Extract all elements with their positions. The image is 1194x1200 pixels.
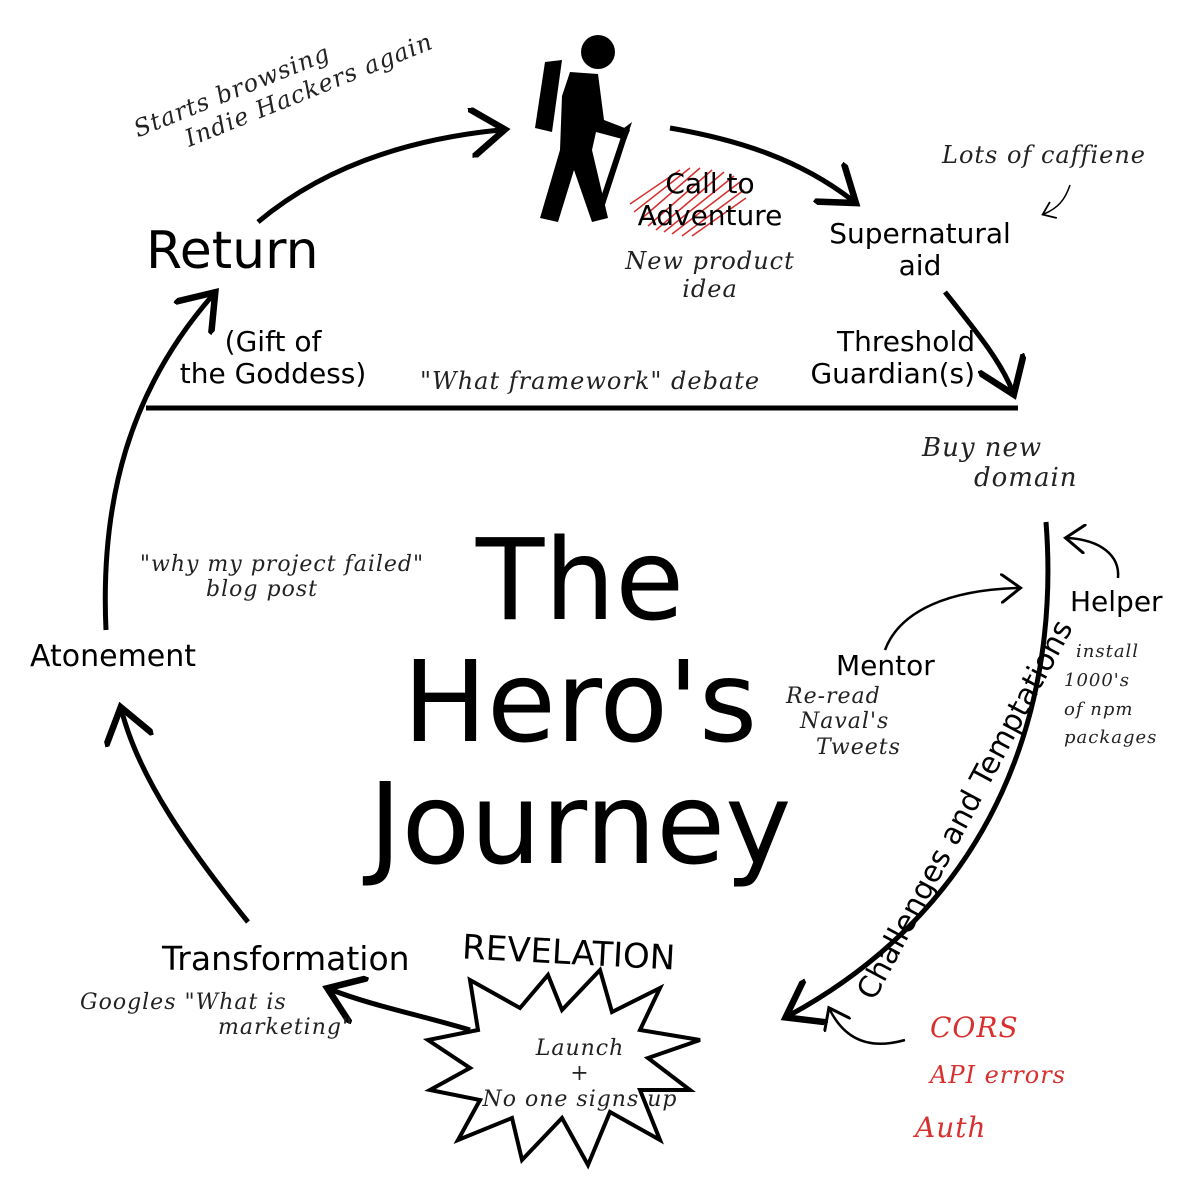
note-buy-domain: Buy new domain	[922, 433, 1078, 494]
title-line-3: Journey	[368, 760, 792, 890]
note-new-product: New product idea	[610, 247, 810, 303]
starburst-shape	[422, 966, 701, 1170]
hiker-icon	[535, 35, 632, 222]
note-new-product-line-2: idea	[682, 274, 738, 303]
diagram-title: The Hero's Journey	[340, 520, 820, 886]
stage-call-line-1: Call to	[665, 167, 755, 200]
stage-aid-line-1: Supernatural	[829, 217, 1011, 250]
note-api-errors: API errors	[930, 1061, 1066, 1089]
arrow-helper	[1068, 538, 1120, 579]
note-npm-line-1: install	[1076, 641, 1140, 662]
note-launch: Launch + No one signs up	[470, 1036, 690, 1112]
title-line-1: The	[475, 516, 685, 646]
arrow-to-transformation	[332, 990, 471, 1033]
arrow-errors	[830, 1010, 906, 1045]
stage-call-to-adventure: Call to Adventure	[630, 167, 790, 233]
stage-atonement: Atonement	[30, 639, 197, 674]
stage-threshold-guardians: Threshold Guardian(s)	[785, 325, 975, 391]
stage-gift-of-goddess: (Gift of the Goddess)	[168, 325, 378, 391]
arrow-to-return	[102, 296, 212, 631]
note-blog-post-line-2: blog post	[206, 577, 318, 603]
arrow-to-atonement	[122, 712, 250, 924]
note-naval: Re-read Naval's Tweets	[786, 684, 901, 760]
note-naval-line-3: Tweets	[816, 734, 901, 760]
note-googles-line-2: marketing"	[218, 1015, 354, 1041]
arrow-challenges	[790, 521, 1051, 1015]
arrow-return-to-hiker	[256, 130, 500, 224]
stage-transformation: Transformation	[162, 939, 410, 978]
note-caffeine: Lots of caffiene	[942, 141, 1146, 169]
note-auth: Auth	[915, 1111, 987, 1144]
note-framework-debate: "What framework" debate	[420, 367, 761, 395]
note-npm: install 1000's of npm packages	[1064, 638, 1157, 753]
note-npm-line-4: packages	[1064, 727, 1158, 749]
note-googles: Googles "What is marketing"	[80, 990, 353, 1041]
note-launch-line-3: No one signs up	[482, 1086, 678, 1112]
stage-gift-line-2: the Goddess)	[179, 357, 367, 391]
stage-threshold-line-1: Threshold	[837, 325, 975, 358]
stage-threshold-line-2: Guardian(s)	[810, 357, 975, 391]
note-new-product-line-1: New product	[625, 247, 795, 275]
stage-mentor: Mentor	[836, 649, 935, 682]
title-line-2: Hero's	[402, 638, 758, 768]
note-blog-post: "why my project failed" blog post	[132, 552, 432, 603]
note-googles-line-1: Googles "What is	[80, 990, 287, 1015]
stage-helper: Helper	[1070, 585, 1163, 618]
note-naval-line-2: Naval's	[800, 709, 890, 735]
red-scribble	[629, 167, 747, 237]
note-launch-line-2: +	[570, 1061, 590, 1087]
note-buy-domain-line-1: Buy new	[922, 433, 1043, 463]
stage-aid-line-2: aid	[898, 249, 942, 283]
stage-return: Return	[146, 221, 319, 281]
arrow-mentor	[883, 588, 1018, 651]
arrow-hiker-to-aid	[669, 125, 852, 200]
note-npm-line-2: 1000's	[1064, 669, 1130, 691]
note-launch-line-1: Launch	[535, 1036, 625, 1061]
note-cors: CORS	[930, 1011, 1019, 1044]
stage-call-line-2: Adventure	[637, 199, 783, 233]
note-buy-domain-line-2: domain	[974, 462, 1078, 493]
stage-gift-line-1: (Gift of	[224, 325, 322, 358]
stage-supernatural-aid: Supernatural aid	[820, 217, 1020, 283]
note-npm-line-3: of npm	[1064, 698, 1134, 720]
note-blog-post-line-1: "why my project failed"	[139, 552, 425, 577]
arrow-aid-to-threshold	[943, 290, 1012, 390]
note-naval-line-1: Re-read	[786, 684, 881, 709]
arrow-caffeine	[1044, 184, 1071, 214]
